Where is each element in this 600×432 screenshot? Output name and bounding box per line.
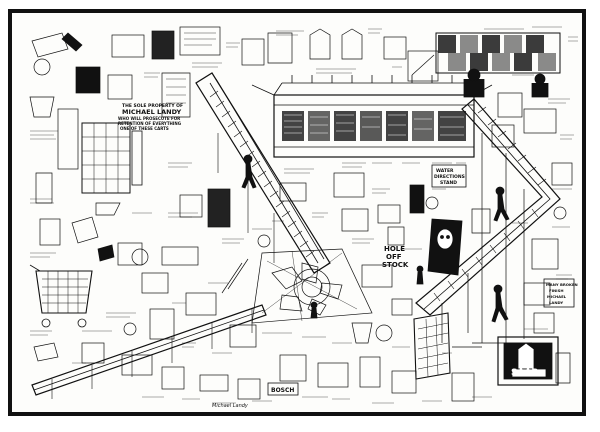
portrait-bag bbox=[427, 218, 463, 276]
left-conveyor-belt bbox=[195, 72, 331, 274]
right-notice: MANY BROKEN FINISH MICHAEL LANDY bbox=[543, 278, 578, 308]
right-cage-bin bbox=[413, 312, 451, 380]
directions-card-line-2: DIRECTIONS bbox=[434, 174, 465, 180]
bottom-conveyor-belt bbox=[31, 304, 267, 399]
top-left-objects bbox=[29, 26, 221, 170]
top-conveyor-sorting-bays bbox=[251, 75, 493, 158]
worker-figures bbox=[241, 154, 510, 323]
hole-sign-line-3: STOCK bbox=[382, 261, 409, 269]
line-drawing-artwork: THE SOLE PROPERTY OF MICHAEL LANDY WHO W… bbox=[8, 9, 586, 416]
right-notice-line-2: FINISH bbox=[549, 288, 564, 293]
right-notice-line-1: MANY BROKEN bbox=[546, 282, 578, 287]
directions-card-line-3: STAND bbox=[440, 180, 457, 186]
drawing-canvas: THE SOLE PROPERTY OF MICHAEL LANDY WHO W… bbox=[29, 26, 578, 409]
saab-badge-graphic bbox=[497, 336, 559, 386]
left-stacked-crates bbox=[81, 122, 143, 194]
bosch-label: BOSCH bbox=[267, 382, 299, 396]
directions-card-line-1: WATER bbox=[436, 168, 454, 174]
property-notice-line-3: WHO WILL PROSECUTE FOR bbox=[118, 116, 180, 121]
property-notice: THE SOLE PROPERTY OF MICHAEL LANDY WHO W… bbox=[118, 103, 183, 131]
annotation-scribbles bbox=[30, 26, 578, 404]
bosch-label-text: BOSCH bbox=[271, 387, 294, 394]
hole-sign: HOLE OFF STOCK bbox=[382, 245, 409, 269]
scattered-objects bbox=[33, 92, 573, 402]
right-conveyor-belt bbox=[415, 98, 561, 348]
property-notice-line-5: ONE OF THESE CARTS bbox=[120, 126, 169, 131]
hole-sign-line-2: OFF bbox=[386, 253, 402, 261]
property-notice-line-4: RETENTION OF EVERYTHING bbox=[118, 121, 181, 126]
artist-signature: Michael Landy bbox=[212, 403, 249, 409]
central-crusher-pile bbox=[251, 248, 373, 324]
hole-sign-line-1: HOLE bbox=[384, 245, 405, 253]
property-notice-line-2: MICHAEL LANDY bbox=[122, 108, 182, 116]
property-notice-line-1: THE SOLE PROPERTY OF bbox=[122, 103, 183, 109]
shopping-trolley bbox=[29, 264, 93, 328]
right-notice-line-4: LANDY bbox=[549, 300, 563, 305]
right-notice-line-3: MICHAEL bbox=[547, 294, 567, 299]
top-right-pattern-grid bbox=[435, 32, 561, 98]
saab-badge-text: SAAB bbox=[511, 368, 538, 378]
top-middle-objects bbox=[241, 28, 439, 82]
directions-card: WATER DIRECTIONS STAND bbox=[431, 164, 467, 188]
